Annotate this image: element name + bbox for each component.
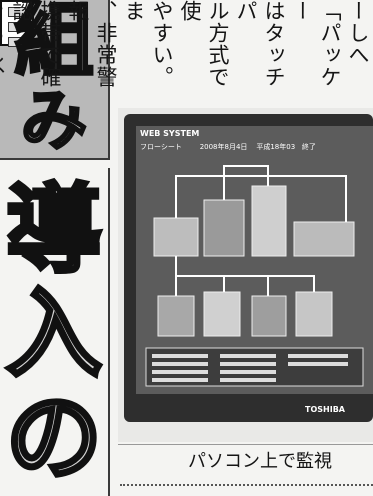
laptop-brand-logo: TOSHIBA bbox=[305, 405, 345, 414]
body-column: 携帯で確認 bbox=[10, 0, 62, 88]
headline-badge-icon bbox=[0, 0, 34, 47]
body-column: ル方式で使 bbox=[178, 0, 230, 88]
photo-caption: パソコン上で監視 bbox=[188, 451, 332, 472]
body-column: 「パッケー bbox=[290, 0, 342, 88]
body-column: 、非常警報 bbox=[66, 0, 118, 88]
screen-header-item: フローシート bbox=[140, 143, 182, 151]
article-body-text: ーしへ 「パッケー はタッチパ ル方式で使 やすい。ま 、非常警報 携帯で確認 … bbox=[0, 0, 372, 100]
laptop-screen bbox=[136, 126, 373, 394]
dotted-rule bbox=[120, 484, 373, 486]
headline-large-char-3: の bbox=[4, 381, 104, 494]
flow-sheet-diagram bbox=[136, 126, 373, 394]
headline-char-mi: み bbox=[20, 80, 89, 161]
caption-divider bbox=[118, 444, 373, 445]
screen-header-item: 平成18年03 bbox=[256, 143, 296, 151]
body-column: はタッチパ bbox=[234, 0, 286, 88]
screen-header-item: 終了 bbox=[301, 143, 316, 151]
body-column: ーしへ bbox=[346, 0, 370, 66]
headline-large-char-1: 導 bbox=[4, 173, 104, 286]
headline-large-char-2: 入 bbox=[4, 277, 104, 390]
screen-app-title: WEB SYSTEM bbox=[140, 129, 200, 138]
body-column: きるし、対 bbox=[0, 0, 6, 88]
screen-header-item: 2008年8月4日 bbox=[199, 143, 248, 151]
body-column: やすい。ま bbox=[122, 0, 174, 88]
screen-header-bar: フローシート 2008年8月4日 平成18年03 終了 bbox=[140, 142, 373, 152]
headline-char-kumi: 組 bbox=[13, 0, 96, 88]
headline-box-bottom bbox=[0, 168, 110, 496]
